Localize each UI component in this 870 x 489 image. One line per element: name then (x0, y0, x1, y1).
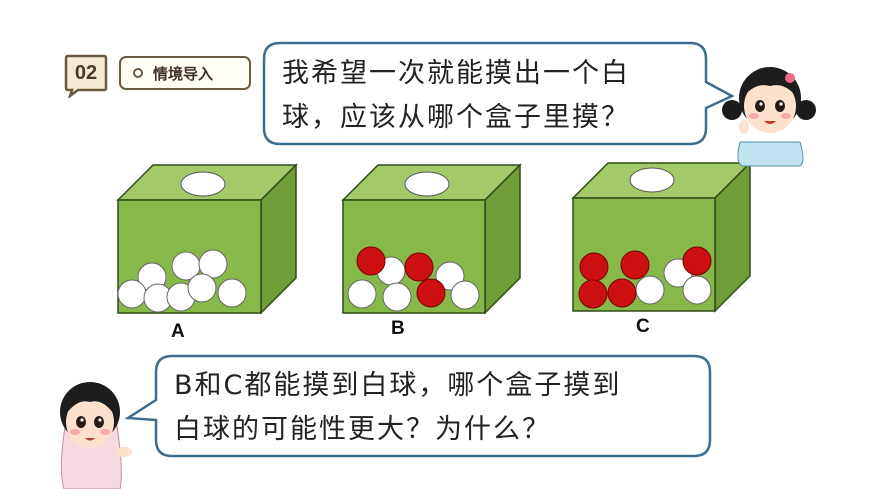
box-a-label: A (171, 321, 185, 342)
bottom-question-line-1: B和C都能摸到白球，哪个盒子摸到 (174, 370, 622, 401)
box-c-balls (578, 246, 712, 309)
red-ball (682, 246, 712, 276)
red-ball (579, 252, 609, 282)
section-title-tag: 情境导入 (119, 56, 251, 90)
red-ball (578, 279, 608, 309)
bottom-question-line-2: 白球的可能性更大？为什么？ (174, 414, 551, 445)
top-question-text: 我希望一次就能摸出一个白 球，应该从哪个盒子里摸？ (282, 52, 692, 140)
box-a (116, 163, 298, 315)
white-ball (187, 273, 217, 303)
red-ball (356, 246, 386, 276)
box-a-opening (180, 171, 226, 197)
box-a-balls (117, 249, 247, 313)
box-c (571, 161, 752, 313)
white-ball (347, 279, 377, 309)
top-speech-bubble (262, 41, 735, 146)
white-ball (635, 275, 665, 305)
white-ball (117, 279, 147, 309)
girl-bottom-left-illustration (60, 382, 132, 489)
white-ball (217, 278, 247, 308)
box-b (341, 163, 522, 315)
bottom-question-text: B和C都能摸到白球，哪个盒子摸到 白球的可能性更大？为什么？ (174, 364, 694, 452)
top-question-line-2: 球，应该从哪个盒子里摸？ (282, 102, 630, 133)
section-number: 02 (74, 61, 98, 84)
box-c-label: C (636, 316, 650, 337)
red-ball (607, 278, 637, 308)
white-ball (682, 275, 712, 305)
white-ball (382, 282, 412, 312)
red-ball (404, 252, 434, 282)
box-b-label: B (391, 318, 405, 339)
section-title: 情境导入 (153, 64, 214, 83)
white-ball (450, 280, 480, 310)
white-ball (198, 249, 228, 279)
bottom-speech-bubble (124, 354, 712, 458)
girl-top-right-illustration (722, 67, 816, 167)
red-ball (620, 250, 650, 280)
circle-icon (133, 68, 143, 78)
box-c-opening (629, 167, 675, 193)
section-badge: 02 (64, 54, 108, 100)
box-b-balls (347, 246, 480, 312)
top-question-line-1: 我希望一次就能摸出一个白 (282, 58, 630, 89)
badge-shape (64, 54, 108, 100)
box-b-opening (404, 171, 450, 197)
red-ball (416, 278, 446, 308)
